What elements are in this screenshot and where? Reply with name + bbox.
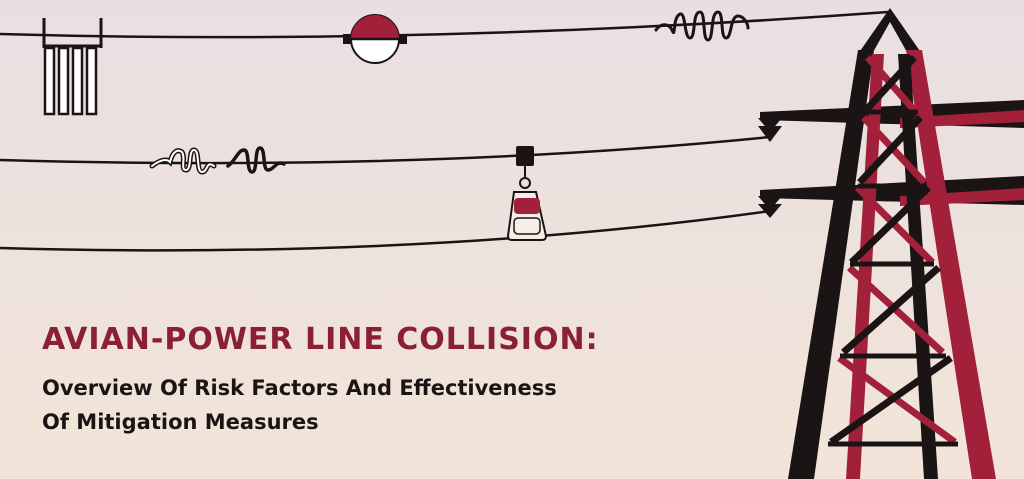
middle-wire (0, 135, 771, 165)
transmission-tower-icon (758, 8, 1024, 479)
top-wire (0, 10, 889, 39)
hanging-flapper-icon (506, 146, 548, 241)
vertical-line-marker-icon (42, 18, 103, 116)
flight-diverter-ball-icon (343, 14, 407, 64)
subtitle-line-2: Of Mitigation Measures (42, 410, 319, 434)
spiral-diverter-icon (654, 10, 750, 42)
title-block: AVIAN-POWER LINE COLLISION: Overview Of … (42, 322, 599, 439)
spiral-diverter-icon (149, 146, 286, 175)
power-lines (0, 10, 889, 252)
lower-wire (0, 209, 771, 252)
subtitle-line-1: Overview Of Risk Factors And Effectivene… (42, 376, 557, 400)
page-title: AVIAN-POWER LINE COLLISION: (42, 322, 599, 357)
